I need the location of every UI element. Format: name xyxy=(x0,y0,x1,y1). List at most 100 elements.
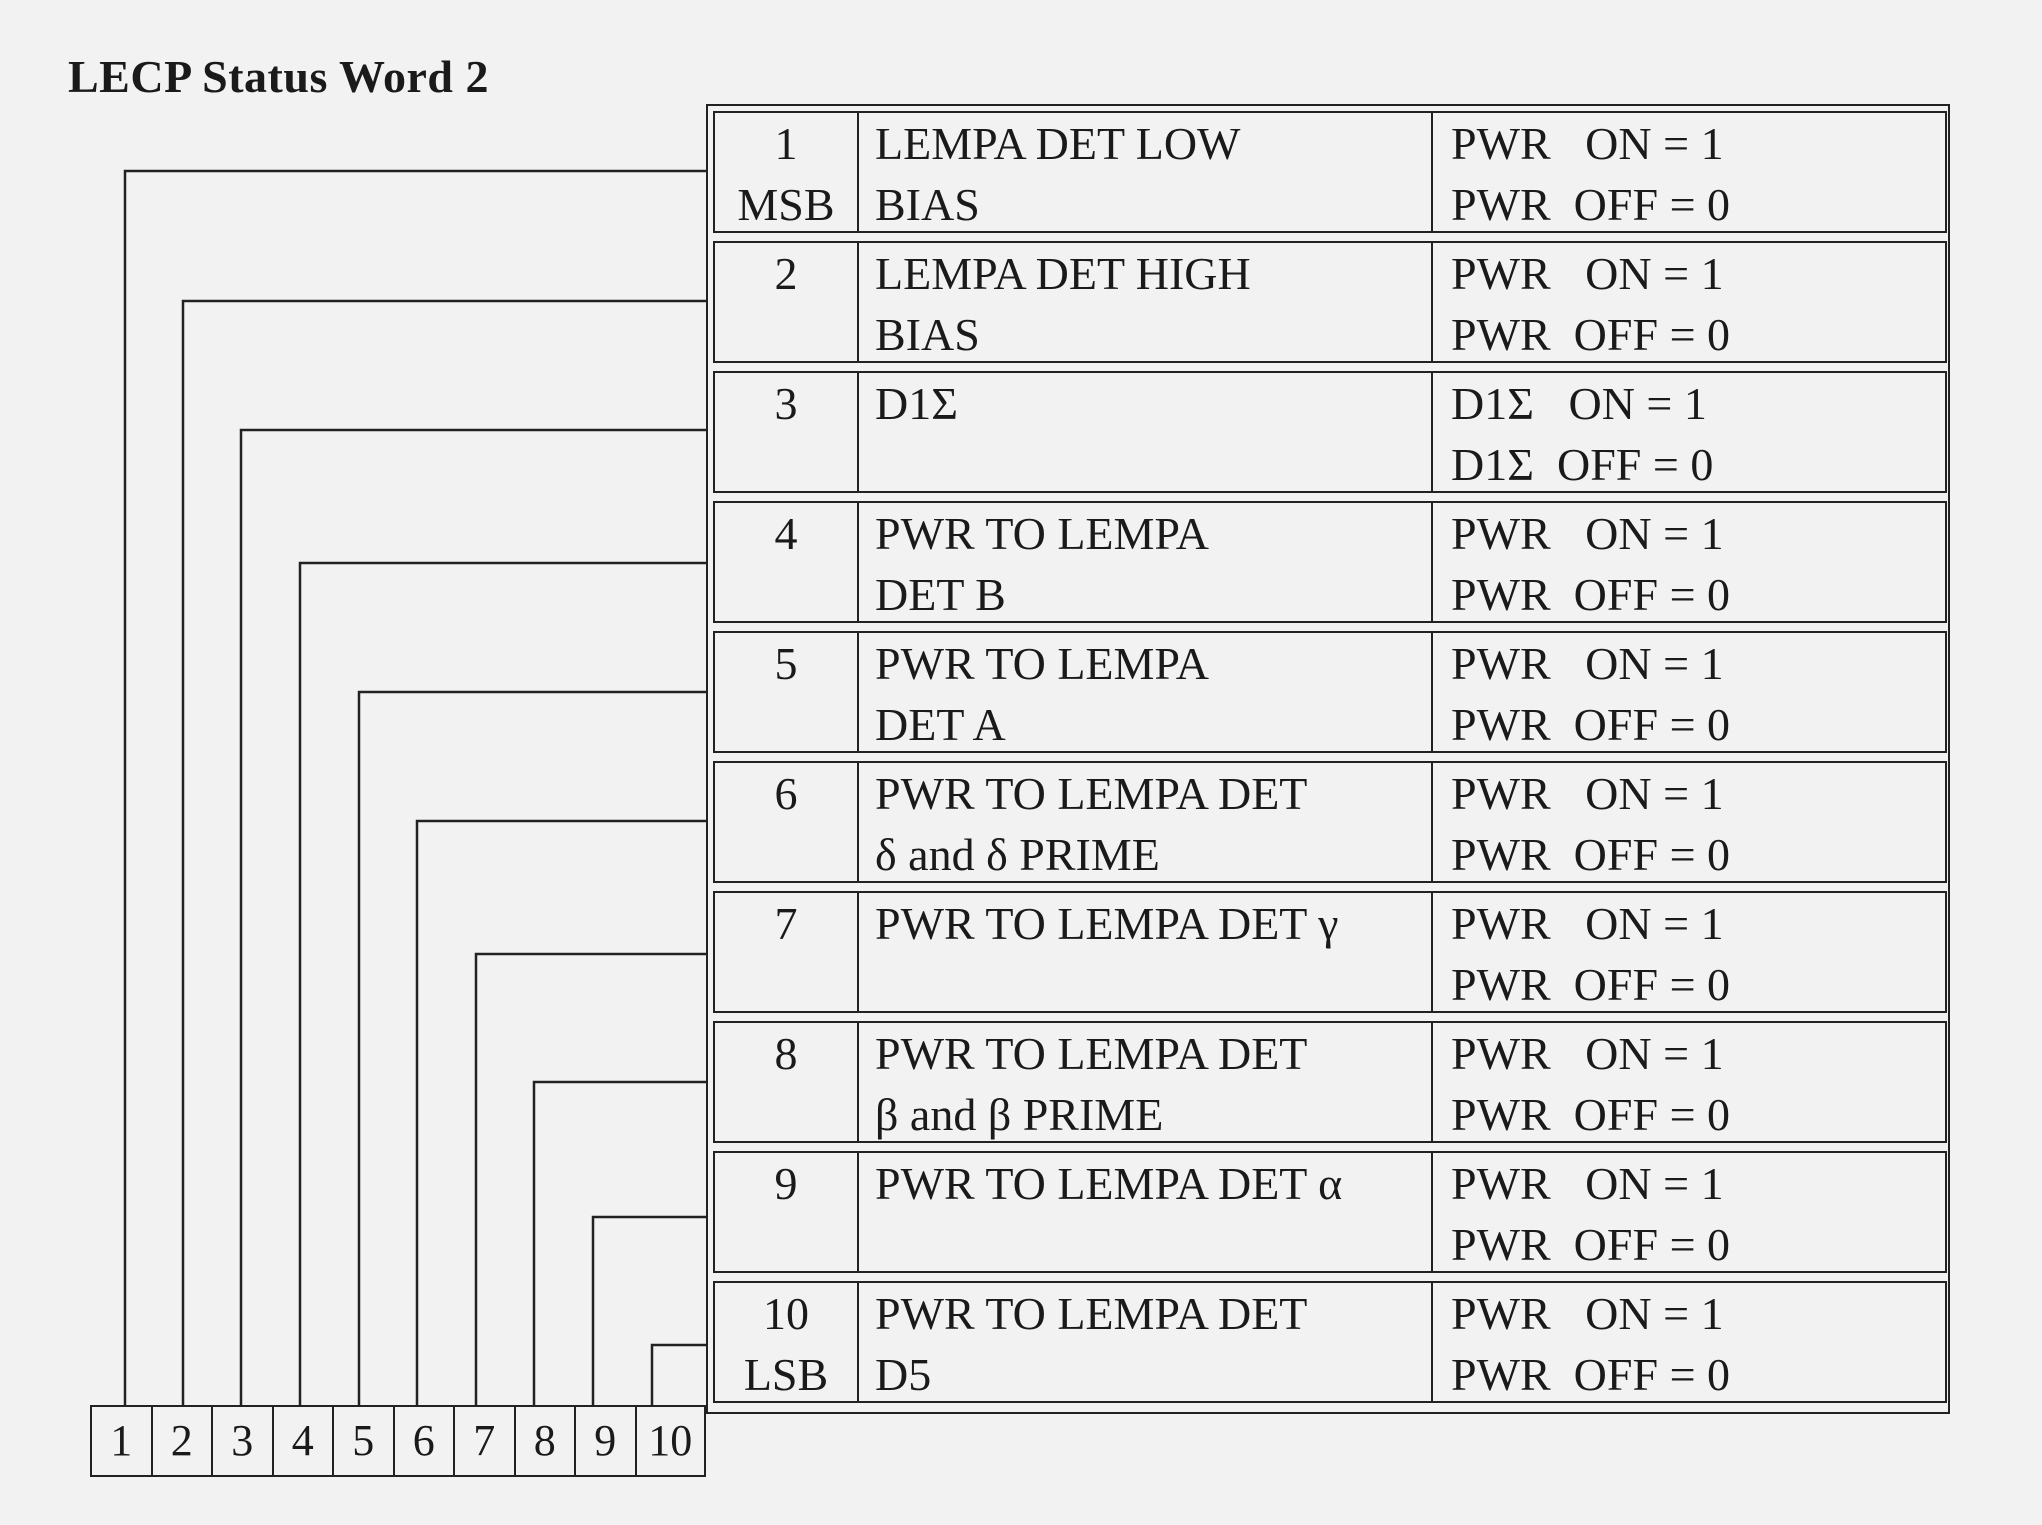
bit-connector-line xyxy=(591,1215,706,1405)
description-cell-line: DET A xyxy=(875,699,1006,750)
state-cell-line: PWR OFF = 0 xyxy=(1451,1089,1731,1140)
bit-connector-line xyxy=(357,690,706,1405)
bit-row: 6 PWR TO LEMPA DET δ and δ PRIME PWR ON = 1… xyxy=(713,761,1947,883)
bit-index-label: 3 xyxy=(213,1407,274,1475)
bit-index-label: 10 xyxy=(648,1416,693,1465)
bit-number-cell-line: 10 xyxy=(763,1288,809,1339)
bit-connector-line xyxy=(123,169,706,1405)
description-cell: LEMPA DET LOW BIAS xyxy=(859,113,1433,231)
description-cell-line xyxy=(875,954,1431,1015)
description-cell: PWR TO LEMPA DET γ xyxy=(859,893,1433,1011)
description-cell-line: D1Σ xyxy=(875,378,958,429)
state-cell-line: PWR ON = 1 xyxy=(1451,118,1724,169)
bit-index-label: 4 xyxy=(274,1407,334,1475)
description-cell-line: δ and δ PRIME xyxy=(875,829,1160,880)
state-cell-line: PWR ON = 1 xyxy=(1451,768,1724,819)
bit-number-cell: 7 xyxy=(715,893,859,1011)
bit-number-cell-line xyxy=(715,1214,857,1275)
bit-number-cell: 8 xyxy=(715,1023,859,1141)
state-cell: PWR ON = 1 PWR OFF = 0 xyxy=(1435,1153,1945,1271)
bit-number-cell: 9 xyxy=(715,1153,859,1271)
bit-index-label: 9 xyxy=(576,1407,637,1475)
bit-number-cell: 4 xyxy=(715,503,859,621)
bit-number-cell-line: 6 xyxy=(774,768,798,819)
state-cell-line: PWR OFF = 0 xyxy=(1451,569,1731,620)
bit-number-cell-line: 2 xyxy=(774,248,798,299)
bit-index-label: 1 xyxy=(92,1407,153,1475)
description-cell: PWR TO LEMPA DET B xyxy=(859,503,1433,621)
state-cell-line: D1Σ OFF = 0 xyxy=(1451,439,1714,490)
bit-connector-line xyxy=(298,561,706,1405)
description-cell-line xyxy=(875,1214,1431,1275)
bit-number-cell-line: 3 xyxy=(774,378,798,429)
description-cell-line: D5 xyxy=(875,1349,932,1400)
bit-number-cell-line: 5 xyxy=(774,638,798,689)
bit-number-cell-line: 1 xyxy=(774,118,798,169)
state-cell-line: D1Σ ON = 1 xyxy=(1451,378,1707,429)
state-cell-line: PWR OFF = 0 xyxy=(1451,959,1731,1010)
bit-number-cell-line xyxy=(715,564,857,625)
description-cell-line: PWR TO LEMPA DET xyxy=(875,1288,1308,1339)
bit-row: 3 D1Σ D1Σ ON = 1 D1Σ OFF = 0 xyxy=(713,371,1947,493)
bit-index-label: 7 xyxy=(455,1407,516,1475)
description-cell-line: PWR TO LEMPA xyxy=(875,638,1210,689)
bit-index-label: 5 xyxy=(334,1407,395,1475)
bit-number-cell-line: MSB xyxy=(737,179,835,230)
bit-number-cell-line xyxy=(715,434,857,495)
description-cell: PWR TO LEMPA DET D5 xyxy=(859,1283,1433,1401)
description-cell: PWR TO LEMPA DET α xyxy=(859,1153,1433,1271)
bit-connector-line xyxy=(181,299,706,1405)
state-cell-line: PWR OFF = 0 xyxy=(1451,1219,1731,1270)
bit-number-cell-line: 8 xyxy=(774,1028,798,1079)
bit-connector-line xyxy=(532,1080,706,1405)
state-cell: PWR ON = 1 PWR OFF = 0 xyxy=(1435,893,1945,1011)
state-cell: PWR ON = 1 PWR OFF = 0 xyxy=(1435,1023,1945,1141)
state-cell-line: PWR ON = 1 xyxy=(1451,508,1724,559)
state-cell-line: PWR OFF = 0 xyxy=(1451,309,1731,360)
description-cell-line: PWR TO LEMPA xyxy=(875,508,1210,559)
bit-index-label: 8 xyxy=(516,1407,576,1475)
bit-number-cell-line xyxy=(715,1084,857,1145)
state-cell-line: PWR ON = 1 xyxy=(1451,1158,1724,1209)
bit-row: 4 PWR TO LEMPA DET B PWR ON = 1 PWR OFF = 0 xyxy=(713,501,1947,623)
description-cell-line: DET B xyxy=(875,569,1006,620)
state-cell-line: PWR OFF = 0 xyxy=(1451,829,1731,880)
bit-row: 7 PWR TO LEMPA DET γ PWR ON = 1 PWR OFF = 0 xyxy=(713,891,1947,1013)
state-cell-line: PWR ON = 1 xyxy=(1451,1028,1724,1079)
bit-connector-line xyxy=(239,428,706,1405)
description-cell-line: PWR TO LEMPA DET xyxy=(875,768,1308,819)
bit-connector-line xyxy=(415,819,706,1405)
bit-connector-line xyxy=(474,952,706,1405)
bit-number-cell: 2 xyxy=(715,243,859,361)
state-cell-line: PWR ON = 1 xyxy=(1451,898,1724,949)
description-cell-line: LEMPA DET HIGH xyxy=(875,248,1251,299)
bit-number-cell: 6 xyxy=(715,763,859,881)
bit-connector-line xyxy=(650,1343,706,1405)
description-cell-line xyxy=(875,434,1431,495)
description-cell: PWR TO LEMPA DET δ and δ PRIME xyxy=(859,763,1433,881)
description-cell-line: BIAS xyxy=(875,179,980,230)
state-cell: PWR ON = 1 PWR OFF = 0 xyxy=(1435,763,1945,881)
description-cell-line: LEMPA DET LOW xyxy=(875,118,1241,169)
bit-number-cell-line: 7 xyxy=(774,898,798,949)
state-cell: PWR ON = 1 PWR OFF = 0 xyxy=(1435,113,1945,231)
state-cell-line: PWR OFF = 0 xyxy=(1451,179,1731,230)
description-cell-line: β and β PRIME xyxy=(875,1089,1164,1140)
description-cell-line: PWR TO LEMPA DET γ xyxy=(875,898,1339,949)
state-cell: PWR ON = 1 PWR OFF = 0 xyxy=(1435,503,1945,621)
